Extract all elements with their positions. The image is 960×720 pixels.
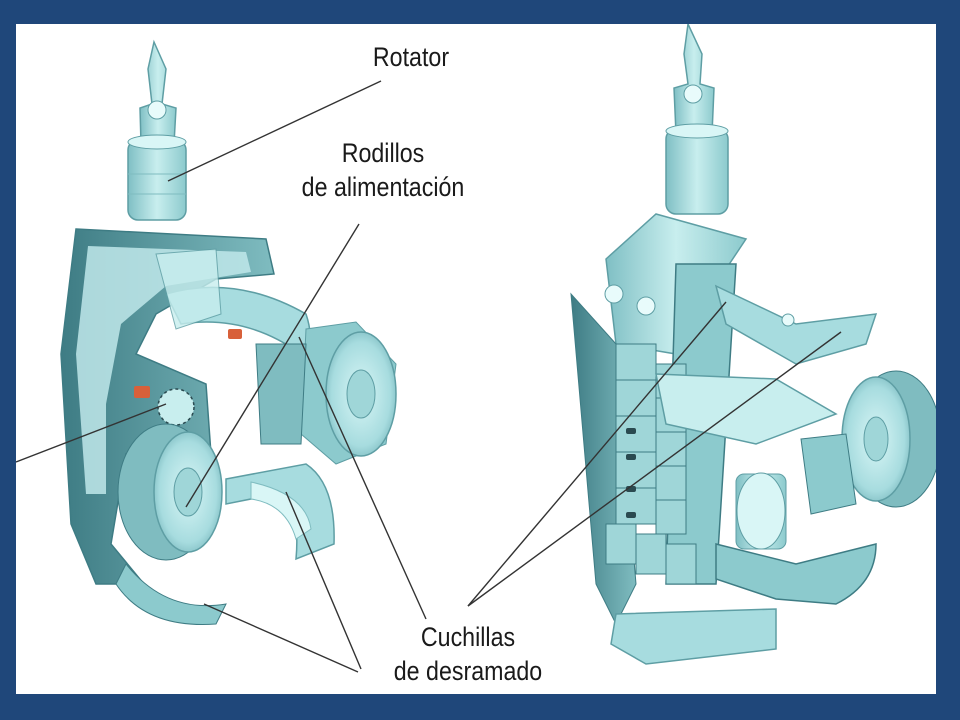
diagram-svg xyxy=(16,24,936,673)
label-delimbing-knives-line2: de desramado xyxy=(393,656,543,686)
label-feed-rollers: Rodillos de alimentación xyxy=(293,136,474,204)
label-rotator: Rotator xyxy=(359,40,462,74)
label-feed-rollers-line1: Rodillos xyxy=(341,138,425,168)
harvester-head-left-illustration xyxy=(60,39,397,625)
label-feed-rollers-line2: de alimentación xyxy=(301,172,465,202)
diagram-canvas: Rotator Rodillos de alimentación Cuchill… xyxy=(16,24,936,694)
harvester-head-right-illustration xyxy=(570,24,936,665)
label-rotator-text: Rotator xyxy=(372,42,450,72)
label-delimbing-knives-line1: Cuchillas xyxy=(420,622,516,652)
leader-lines xyxy=(16,80,842,673)
label-delimbing-knives: Cuchillas de desramado xyxy=(382,620,554,688)
